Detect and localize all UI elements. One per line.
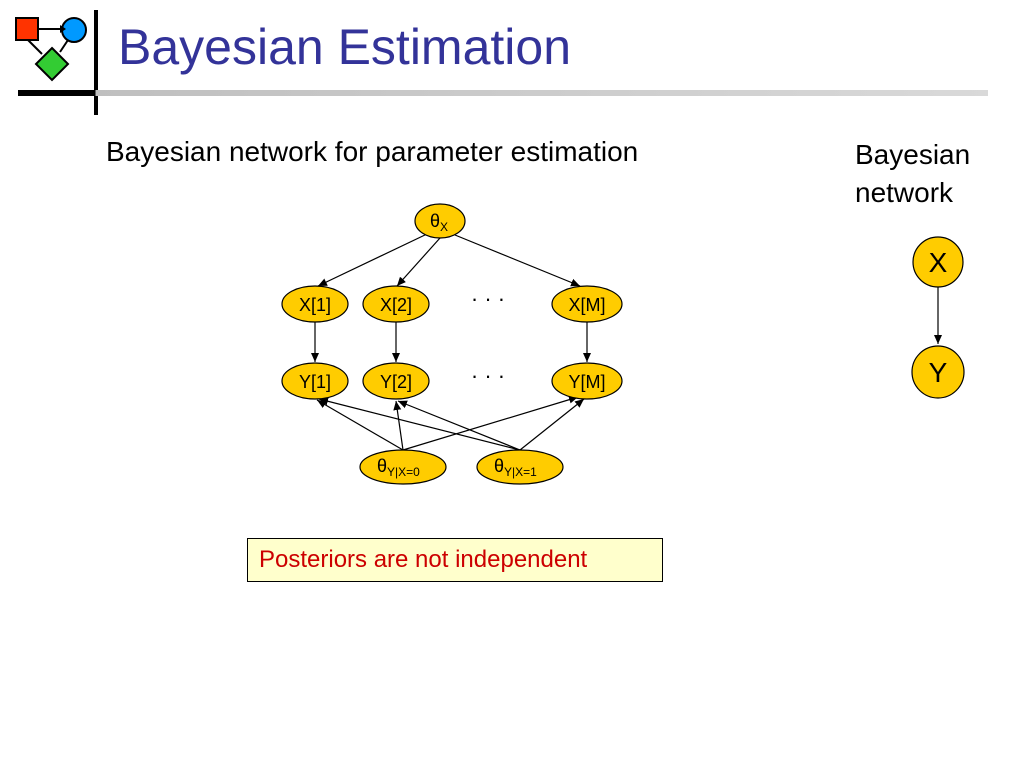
node-x1-label: X[1] — [299, 295, 331, 315]
theta-x-symbol: θ — [430, 211, 440, 231]
node-x1: X[1] — [281, 285, 349, 323]
page-title: Bayesian Estimation — [118, 19, 572, 75]
bayesian-network-heading-line1: Bayesian — [855, 139, 971, 170]
bayesian-network-heading: Bayesian network — [855, 136, 970, 212]
edge-thetay1-y1 — [318, 397, 521, 451]
node-theta-y-x0: θY|X=0 — [359, 449, 447, 485]
node-ym: Y[M] — [551, 362, 623, 400]
node-y2-label: Y[2] — [380, 372, 412, 392]
node-x2-label: X[2] — [380, 295, 412, 315]
theta-y-x1-subscript: Y|X=1 — [504, 465, 537, 479]
node-simple-y: Y — [911, 345, 965, 399]
node-ym-label: Y[M] — [568, 372, 605, 392]
edge-thetay0-ym — [402, 395, 579, 451]
theta-y-x0-symbol: θ — [377, 456, 387, 476]
theta-x-subscript: X — [440, 220, 448, 234]
edge-thetay0-y1 — [316, 399, 404, 451]
edge-thetay1-y2 — [397, 400, 521, 451]
node-simple-x: X — [912, 236, 964, 288]
edge-thetax-x1 — [317, 233, 428, 287]
edge-thetay1-ym — [519, 398, 585, 451]
node-y1: Y[1] — [281, 362, 349, 400]
svg-text:θY|X=0: θY|X=0 — [377, 456, 420, 479]
title-horizontal-rule — [18, 90, 988, 96]
node-x2: X[2] — [362, 285, 430, 323]
ellipsis-y-row: · · · — [471, 363, 505, 388]
parameter-network-heading: Bayesian network for parameter estimatio… — [106, 136, 639, 167]
node-y1-label: Y[1] — [299, 372, 331, 392]
node-xm: X[M] — [551, 285, 623, 323]
node-simple-y-label: Y — [929, 357, 948, 388]
edges — [311, 233, 942, 451]
title-vertical-rule — [94, 10, 98, 115]
flowchart-logo-icon — [15, 17, 87, 82]
edge-thetax-x2 — [396, 237, 441, 287]
theta-y-x1-symbol: θ — [494, 456, 504, 476]
edge-thetay0-y2 — [393, 400, 404, 451]
node-y2: Y[2] — [362, 362, 430, 400]
svg-text:θY|X=1: θY|X=1 — [494, 456, 537, 479]
posteriors-callout: Posteriors are not independent — [247, 538, 663, 582]
edge-thetax-xm — [454, 234, 581, 287]
node-simple-x-label: X — [929, 247, 948, 278]
theta-y-x0-subscript: Y|X=0 — [387, 465, 420, 479]
node-xm-label: X[M] — [568, 295, 605, 315]
node-theta-x: θX — [414, 203, 466, 239]
node-theta-y-x1: θY|X=1 — [476, 449, 564, 485]
svg-text:θX: θX — [430, 211, 448, 234]
ellipsis-x-row: · · · — [471, 286, 505, 311]
bayesian-network-heading-line2: network — [855, 177, 954, 208]
